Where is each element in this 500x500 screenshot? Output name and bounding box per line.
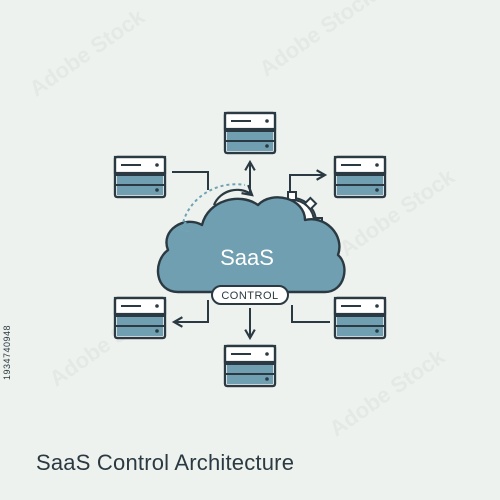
- connector-bottom-left: [171, 300, 209, 328]
- stock-image-id: 1934740948: [2, 324, 12, 380]
- caption-rest: Control Architecture: [90, 450, 295, 475]
- circular-arrow-icon: [178, 183, 254, 232]
- saas-cloud: [156, 196, 346, 294]
- server-bottom: [223, 344, 277, 388]
- diagram-caption: SaaS Control Architecture: [36, 450, 294, 476]
- server-bottom-right: [333, 296, 387, 340]
- server-top-left: [113, 155, 167, 199]
- cloud-label: SaaS: [220, 245, 274, 270]
- caption-saas: SaaS: [36, 450, 91, 475]
- control-badge: CONTROL: [211, 285, 289, 305]
- control-label: CONTROL: [221, 290, 278, 302]
- server-top: [223, 111, 277, 155]
- connector-bottom-right: [291, 305, 330, 323]
- server-top-right: [333, 155, 387, 199]
- server-bottom-left: [113, 296, 167, 340]
- connector-top-left: [172, 171, 209, 190]
